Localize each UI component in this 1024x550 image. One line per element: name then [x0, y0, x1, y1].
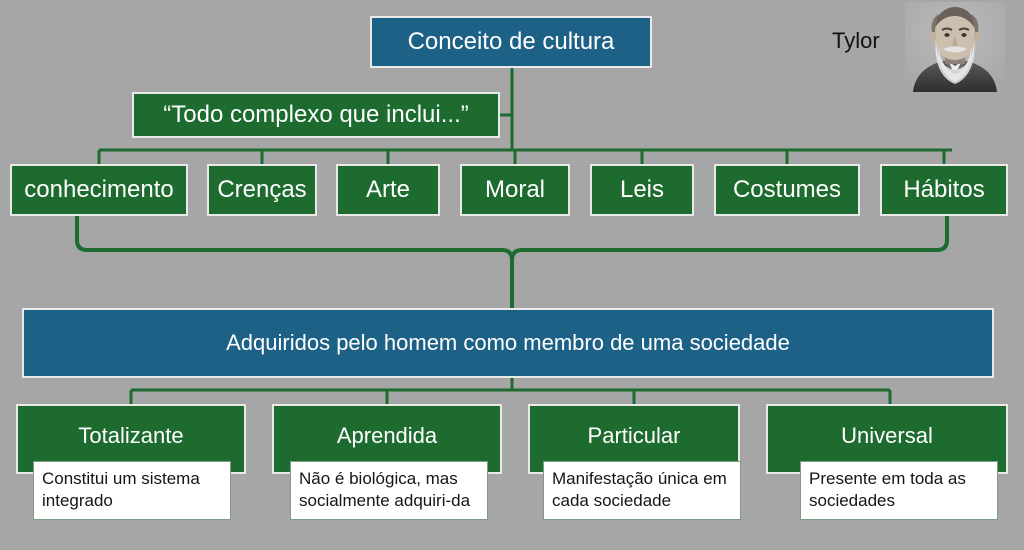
caption-universal: Presente em toda as sociedades [800, 461, 998, 520]
element-label: conhecimento [24, 175, 174, 203]
element-label: Crenças [217, 175, 307, 203]
portrait-name-label: Tylor [832, 28, 880, 53]
category-title: Particular [587, 423, 681, 448]
node-element-arte[interactable]: Arte [336, 164, 440, 216]
wire-elements-bracket [75, 216, 949, 290]
node-element-habitos[interactable]: Hábitos [880, 164, 1008, 216]
portrait-photo-icon [905, 2, 1005, 92]
node-quote-label: “Todo complexo que inclui...” [163, 100, 469, 128]
category-title: Totalizante [78, 423, 184, 448]
caption-aprendida: Não é biológica, mas socialmente adquiri… [290, 461, 488, 520]
band-label: Adquiridos pelo homem como membro de uma… [226, 329, 790, 355]
element-label: Leis [619, 175, 665, 203]
node-element-crencas[interactable]: Crenças [207, 164, 317, 216]
caption-totalizante: Constitui um sistema integrado [33, 461, 231, 520]
category-title: Universal [841, 423, 933, 448]
node-element-costumes[interactable]: Costumes [714, 164, 860, 216]
category-title: Aprendida [336, 423, 438, 448]
portrait-photo [905, 2, 1005, 92]
node-adquiridos-band[interactable]: Adquiridos pelo homem como membro de uma… [22, 308, 994, 378]
element-label: Hábitos [903, 175, 985, 203]
node-element-leis[interactable]: Leis [590, 164, 694, 216]
node-element-conhecimento[interactable]: conhecimento [10, 164, 188, 216]
node-definition-quote[interactable]: “Todo complexo que inclui...” [132, 92, 500, 138]
element-label: Arte [365, 175, 410, 203]
caption-particular: Manifestação única em cada sociedade [543, 461, 741, 520]
node-conceito-de-cultura[interactable]: Conceito de cultura [370, 16, 652, 68]
node-root-label: Conceito de cultura [407, 27, 615, 55]
element-label: Moral [484, 175, 545, 203]
element-label: Costumes [732, 175, 842, 203]
node-element-moral[interactable]: Moral [460, 164, 570, 216]
